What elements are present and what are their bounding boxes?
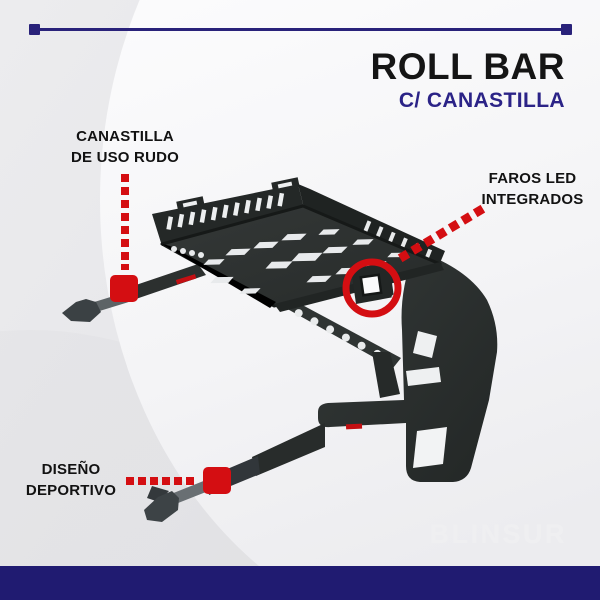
dotted-leader-faros — [397, 204, 486, 263]
side-plate-hoop — [318, 250, 498, 482]
header-divider-line — [29, 24, 572, 35]
page-header: ROLL BAR C/ CANASTILLA — [371, 48, 565, 111]
brand-mark-red-left — [175, 274, 197, 285]
divider-cap-right — [561, 24, 572, 35]
bottom-rail — [144, 423, 363, 522]
brand-mark-red-rail — [345, 423, 363, 430]
dotted-leader-canastilla — [121, 174, 129, 270]
callout-canastilla-line1: CANASTILLA — [76, 128, 174, 145]
callout-faros-line1: FAROS LED — [488, 170, 577, 187]
led-light — [351, 262, 397, 304]
dotted-leader-diseno — [126, 477, 194, 485]
page-subtitle: C/ CANASTILLA — [398, 89, 565, 112]
callout-label-canastilla: CANASTILLA DE USO RUDO — [50, 126, 200, 168]
basket-wall-slots-left — [166, 192, 285, 230]
callout-canastilla-line2: DE USO RUDO — [70, 149, 180, 166]
page-title: ROLL BAR — [370, 46, 565, 87]
callout-marker-diseno — [203, 467, 231, 494]
basket-handle-tabs — [176, 177, 300, 212]
highlight-circle-icon — [342, 258, 402, 318]
callout-diseno-line2: DEPORTIVO — [25, 482, 117, 499]
callout-label-diseno: DISEÑO DEPORTIVO — [0, 459, 142, 501]
callout-label-faros: FAROS LED INTEGRADOS — [455, 168, 600, 210]
support-strut — [266, 293, 401, 368]
callout-graphics — [110, 174, 486, 494]
bottom-navy-band — [0, 566, 600, 600]
canastilla-basket — [152, 177, 445, 312]
callout-diseno-line1: DISEÑO — [41, 461, 101, 478]
callout-marker-canastilla — [110, 275, 138, 302]
brand-logo: BLINSUR — [429, 519, 567, 549]
callout-faros-line2: INTEGRADOS — [481, 191, 584, 208]
divider-cap-left — [29, 24, 40, 35]
